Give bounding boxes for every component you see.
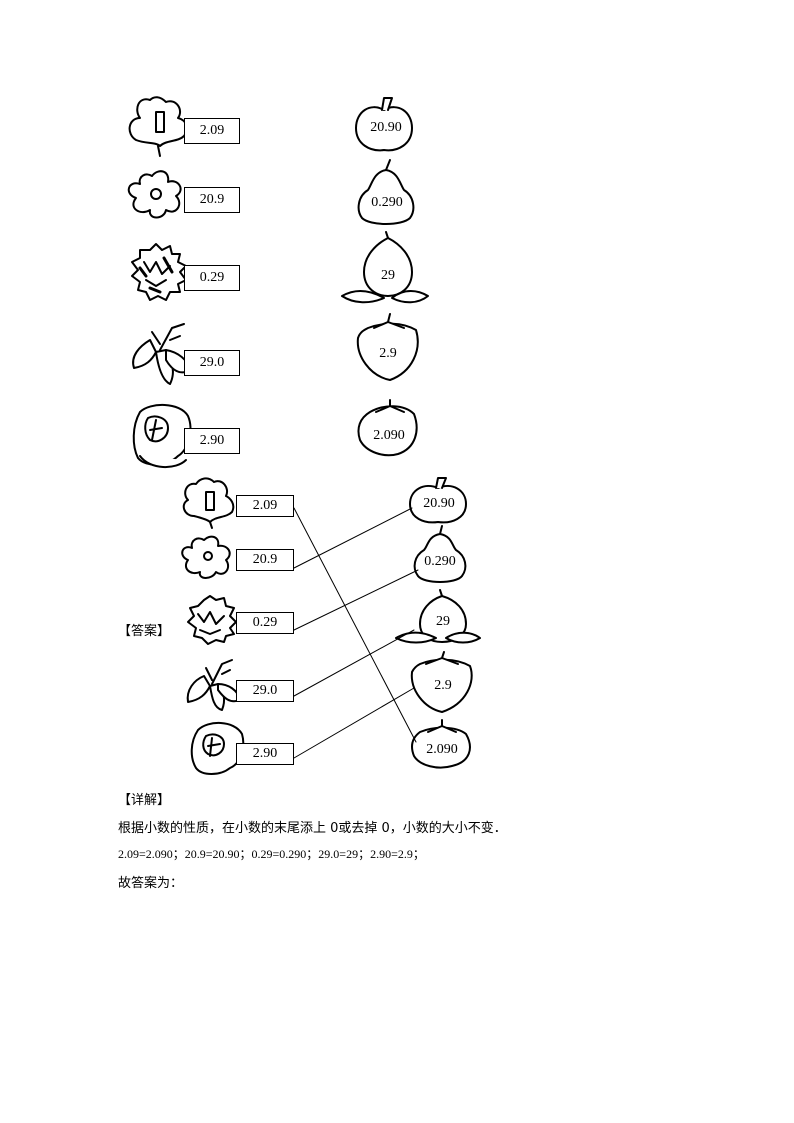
answer-flower-number: 0.29: [252, 615, 278, 630]
explanation-line: 故答案为：: [118, 876, 184, 891]
match-line: [293, 507, 413, 569]
fruit-number: 2.9: [379, 346, 397, 361]
answer-fruit-number: 29: [436, 614, 450, 629]
explanation-heading: 【详解】: [118, 793, 171, 808]
flower-icon: [128, 96, 188, 157]
answer-flower-number: 20.9: [252, 552, 278, 567]
flower-icon: [186, 659, 241, 711]
flower-number: 29.0: [199, 355, 225, 370]
apple-icon: [409, 477, 467, 524]
flower-icon: [132, 323, 191, 385]
peach-icon: [341, 231, 429, 304]
flower-icon: [190, 722, 245, 775]
match-lines: [293, 507, 419, 759]
answer-flower-box: 0.29: [236, 612, 294, 634]
flower-number: 2.90: [199, 433, 225, 448]
answer-fruit-number: 20.90: [423, 496, 455, 511]
answer-flower-box: 2.09: [236, 495, 294, 517]
explanation-line: 2.09=2.090；20.9=20.90；0.29=0.290；29.0=29…: [118, 847, 425, 861]
flower-number: 0.29: [199, 270, 225, 285]
match-line: [293, 507, 417, 743]
answer-heading: 【答案】: [118, 624, 171, 639]
flower-icon: [132, 404, 192, 468]
pear-icon: [413, 525, 467, 583]
tomato-icon: [357, 399, 418, 457]
flower-number-box: 2.90: [184, 428, 240, 454]
tomato-icon: [411, 719, 471, 769]
answer-flower-box: 29.0: [236, 680, 294, 702]
fruit-number: 0.290: [371, 195, 403, 210]
flower-icon: [181, 535, 231, 579]
answer-fruit-number: 2.090: [426, 742, 458, 757]
flower-number-box: 0.29: [184, 265, 240, 291]
flower-icon: [187, 595, 237, 645]
fruit-number: 20.90: [370, 120, 402, 135]
match-line: [293, 687, 415, 759]
flower-number-box: 2.09: [184, 118, 240, 144]
apple-icon: [355, 97, 413, 152]
flower-icon: [182, 477, 235, 529]
answer-flower-box: 2.90: [236, 743, 294, 765]
answer-flower-number: 2.09: [252, 498, 278, 513]
flower-number: 20.9: [199, 192, 225, 207]
answer-fruit-number: 2.9: [434, 678, 452, 693]
flower-icon: [131, 243, 187, 301]
flower-number-box: 29.0: [184, 350, 240, 376]
match-line: [293, 629, 415, 697]
answer-fruit-number: 0.290: [424, 554, 456, 569]
answer-flower-box: 20.9: [236, 549, 294, 571]
fruit-number: 29: [381, 268, 395, 283]
answer-flower-number: 29.0: [252, 683, 278, 698]
explanation-line: 根据小数的性质，在小数的末尾添上 0或去掉 0，小数的大小不变．: [118, 821, 507, 836]
flower-number-box: 20.9: [184, 187, 240, 213]
match-line: [293, 569, 419, 631]
strawberry-icon: [410, 651, 473, 713]
pear-icon: [357, 159, 415, 225]
strawberry-icon: [356, 313, 419, 381]
fruit-number: 2.090: [373, 428, 405, 443]
peach-icon: [395, 589, 481, 644]
flower-icon: [127, 170, 182, 219]
answer-flower-number: 2.90: [252, 746, 278, 761]
flower-number: 2.09: [199, 123, 225, 138]
